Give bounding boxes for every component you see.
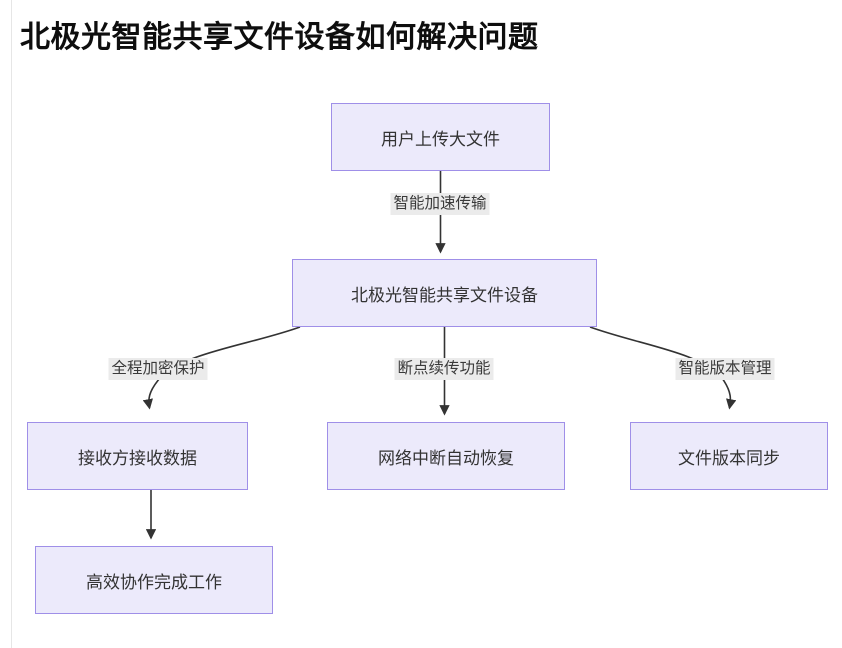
node-sync[interactable]: 文件版本同步 xyxy=(630,422,828,490)
node-collab[interactable]: 高效协作完成工作 xyxy=(35,546,273,614)
left-margin-rule xyxy=(11,0,12,648)
edge-label-version-management: 智能版本管理 xyxy=(675,358,775,380)
node-recover[interactable]: 网络中断自动恢复 xyxy=(327,422,565,490)
node-label: 接收方接收数据 xyxy=(78,448,197,468)
node-label: 文件版本同步 xyxy=(678,448,780,468)
page-title: 北极光智能共享文件设备如何解决问题 xyxy=(20,21,539,54)
node-label: 用户上传大文件 xyxy=(381,129,500,149)
node-device[interactable]: 北极光智能共享文件设备 xyxy=(292,259,597,327)
node-receive[interactable]: 接收方接收数据 xyxy=(27,422,248,490)
edge-label-resume-transfer: 断点续传功能 xyxy=(394,358,494,380)
edge-label-full-encryption: 全程加密保护 xyxy=(108,358,208,380)
node-label: 网络中断自动恢复 xyxy=(378,448,514,468)
node-upload[interactable]: 用户上传大文件 xyxy=(331,103,550,171)
edge-label-accelerated-transfer: 智能加速传输 xyxy=(390,193,490,215)
node-label: 北极光智能共享文件设备 xyxy=(351,285,538,305)
node-label: 高效协作完成工作 xyxy=(86,572,222,592)
